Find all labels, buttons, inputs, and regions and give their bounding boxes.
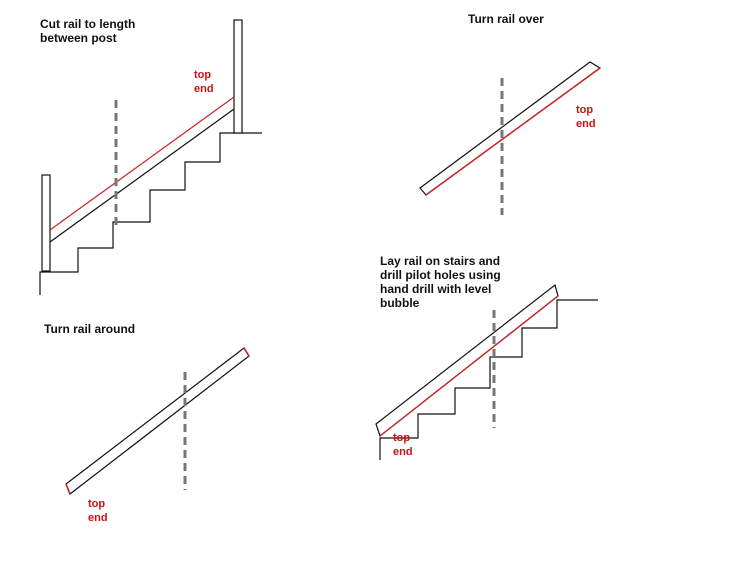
bottom-post [41, 174, 51, 272]
rail-body [419, 61, 602, 196]
rail-red-edge [65, 483, 71, 495]
panel-turn-around [65, 347, 250, 495]
rail-body [65, 347, 250, 495]
caption-turn-over: Turn rail over [468, 12, 544, 26]
rail-red-edge [379, 295, 559, 437]
panel-lay-rail [375, 283, 598, 460]
label-line: end [194, 83, 214, 95]
label-line: top [88, 498, 106, 510]
label-line: end [576, 118, 596, 130]
label-top-end: top end [393, 431, 413, 459]
stairs-profile [39, 132, 262, 295]
label-top-end: top end [194, 68, 214, 96]
panel-cut-rail [39, 19, 262, 295]
caption-line: Cut rail to length [40, 17, 136, 31]
label-line: top [576, 104, 594, 116]
rail-top-edge [49, 96, 235, 231]
rail-bottom-edge [49, 108, 235, 243]
caption-line: drill pilot holes using [380, 268, 501, 282]
panel-turn-over [419, 61, 602, 215]
caption-line: between post [40, 31, 117, 45]
label-line: top [194, 69, 212, 81]
label-line: end [393, 446, 413, 458]
caption-turn-around: Turn rail around [44, 322, 136, 336]
top-post [233, 19, 243, 134]
label-line: end [88, 512, 108, 524]
caption-line: bubble [380, 296, 420, 310]
rail-red-edge [425, 67, 601, 196]
caption-line: Lay rail on stairs and [380, 254, 501, 268]
caption-lay-rail: Lay rail on stairs and drill pilot holes… [380, 254, 501, 310]
label-line: top [393, 432, 411, 444]
caption-line: hand drill with level [380, 282, 492, 296]
label-top-end: top end [88, 497, 108, 525]
label-top-end: top end [576, 103, 596, 131]
rail-red-edge [243, 347, 250, 357]
stairs-profile [379, 299, 598, 460]
caption-cut-rail: Cut rail to length between post [40, 17, 135, 45]
